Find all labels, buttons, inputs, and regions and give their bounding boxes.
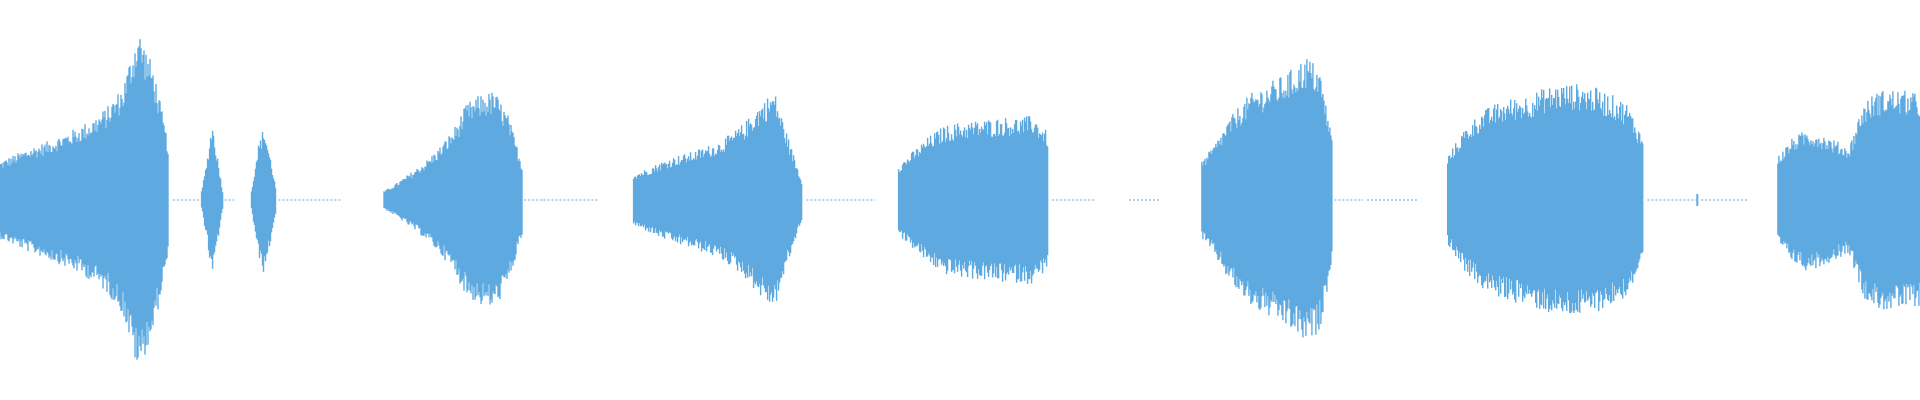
- waveform-segment: [383, 92, 523, 305]
- waveform-segment: [1447, 84, 1644, 314]
- waveform-segment: [897, 116, 1049, 284]
- waveform-segment: [1777, 90, 1920, 310]
- waveform-segment: [200, 130, 224, 269]
- waveform-segment: [250, 132, 277, 272]
- waveform-segment: [0, 39, 169, 360]
- waveform-segment: [1201, 59, 1333, 338]
- waveform-bars: [0, 39, 1920, 360]
- waveform-segment: [632, 96, 803, 302]
